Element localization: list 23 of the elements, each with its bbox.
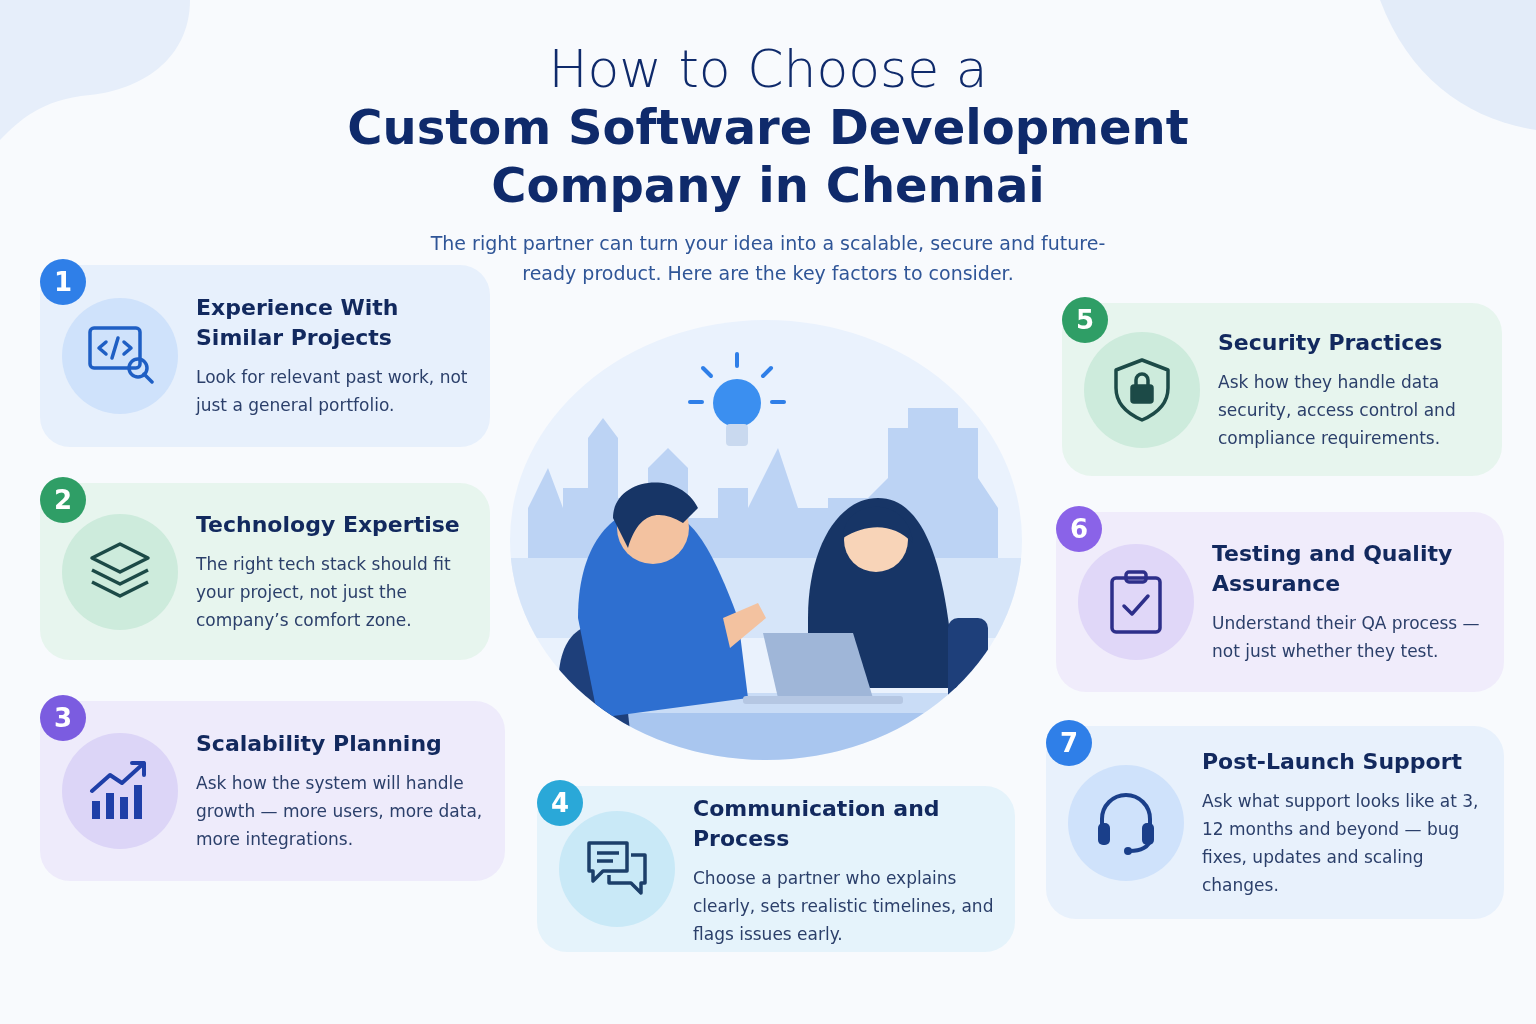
card-heading: Experience With Similar Projects — [196, 294, 400, 352]
number-badge: 3 — [40, 695, 86, 741]
number-badge: 1 — [40, 259, 86, 305]
card-heading: Post-Launch Support — [1202, 747, 1463, 776]
number-badge: 2 — [40, 477, 86, 523]
number-badge: 5 — [1062, 297, 1108, 343]
card-description: Ask how the system will handle growth — more users, more data, more integrations. — [196, 772, 484, 851]
card-description: The right tech stack should fit your project, not just the company’s comfort zone. — [196, 552, 452, 632]
number-badge: 6 — [1056, 506, 1102, 552]
card-description: Understand their QA process — not just whether they test. — [1212, 612, 1481, 663]
title: How to Choose a Custom Software Development Company in Chennai — [346, 40, 1190, 214]
card-description: Look for relevant past work, not just a general portfolio. — [196, 366, 469, 417]
card-description: Choose a partner who explains clearly, sets realistic timelines, and flags issues early. — [693, 867, 995, 946]
number-badge: 7 — [1046, 720, 1092, 766]
subtitle: The right partner can turn your idea into a scalable, secure and future-ready product. Here are the key factors to consider. — [429, 231, 1107, 286]
card-heading: Technology Expertise — [196, 510, 461, 539]
card-description: Ask how they handle data security, access control and compliance requirements. — [1218, 370, 1457, 450]
card-heading: Security Practices — [1218, 328, 1444, 357]
card-heading: Testing and Quality Assurance — [1212, 540, 1454, 598]
card-heading: Communication and Process — [693, 795, 941, 853]
card-description: Ask what support looks like at 3, 12 months and beyond — bug fixes, updates and scaling changes. — [1202, 789, 1480, 897]
number-badge: 4 — [537, 780, 583, 826]
card-heading: Scalability Planning — [196, 730, 443, 758]
